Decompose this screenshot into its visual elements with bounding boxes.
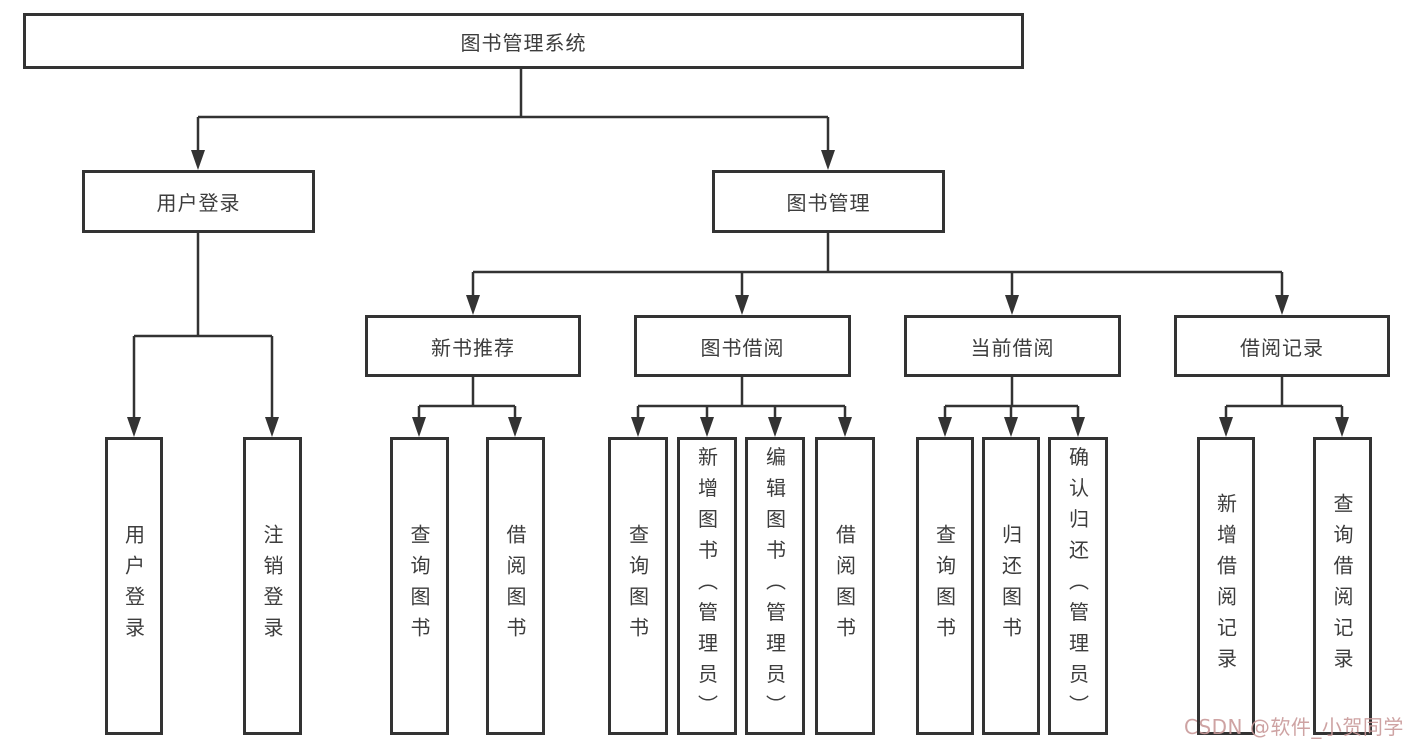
node-library-management-system: 图书管理系统	[23, 13, 1024, 69]
leaf-label: 新增图书（管理员）	[694, 446, 719, 726]
leaf-label: 借阅图书	[503, 524, 527, 648]
leaf-query-books: 查询图书	[390, 437, 449, 735]
node-new-book-recommendation: 新书推荐	[365, 315, 581, 377]
leaf-label: 查询图书	[407, 524, 431, 648]
node-current-borrowing: 当前借阅	[904, 315, 1121, 377]
leaf-label: 注销登录	[260, 524, 284, 648]
leaf-query-books: 查询图书	[916, 437, 974, 735]
leaf-label: 查询图书	[932, 524, 957, 648]
leaf-return-books: 归还图书	[982, 437, 1040, 735]
node-book-management-branch: 图书管理	[712, 170, 945, 233]
leaf-add-borrow-record: 新增借阅记录	[1197, 437, 1255, 735]
leaf-label: 新增借阅记录	[1213, 493, 1238, 679]
leaf-edit-books-admin: 编辑图书（管理员）	[745, 437, 805, 735]
leaf-label: 用户登录	[121, 524, 146, 648]
csdn-watermark: CSDN @软件_小贺同学	[1184, 715, 1404, 739]
leaf-user-login: 用户登录	[105, 437, 163, 735]
leaf-query-books: 查询图书	[608, 437, 668, 735]
leaf-borrow-books: 借阅图书	[486, 437, 545, 735]
leaf-label: 查询图书	[625, 524, 650, 648]
node-user-login-branch: 用户登录	[82, 170, 315, 233]
leaf-label: 编辑图书（管理员）	[762, 446, 787, 726]
leaf-logout: 注销登录	[243, 437, 302, 735]
leaf-label: 借阅图书	[832, 524, 857, 648]
leaf-borrow-books: 借阅图书	[815, 437, 875, 735]
leaf-confirm-return-admin: 确认归还（管理员）	[1048, 437, 1108, 735]
leaf-label: 确认归还（管理员）	[1065, 446, 1090, 726]
leaf-add-books-admin: 新增图书（管理员）	[677, 437, 737, 735]
tree-edges	[132, 69, 1344, 419]
leaf-query-borrow-record: 查询借阅记录	[1313, 437, 1372, 735]
node-borrowing-records: 借阅记录	[1174, 315, 1390, 377]
leaf-label: 查询借阅记录	[1330, 493, 1354, 679]
node-book-borrowing: 图书借阅	[634, 315, 851, 377]
leaf-label: 归还图书	[998, 524, 1023, 648]
